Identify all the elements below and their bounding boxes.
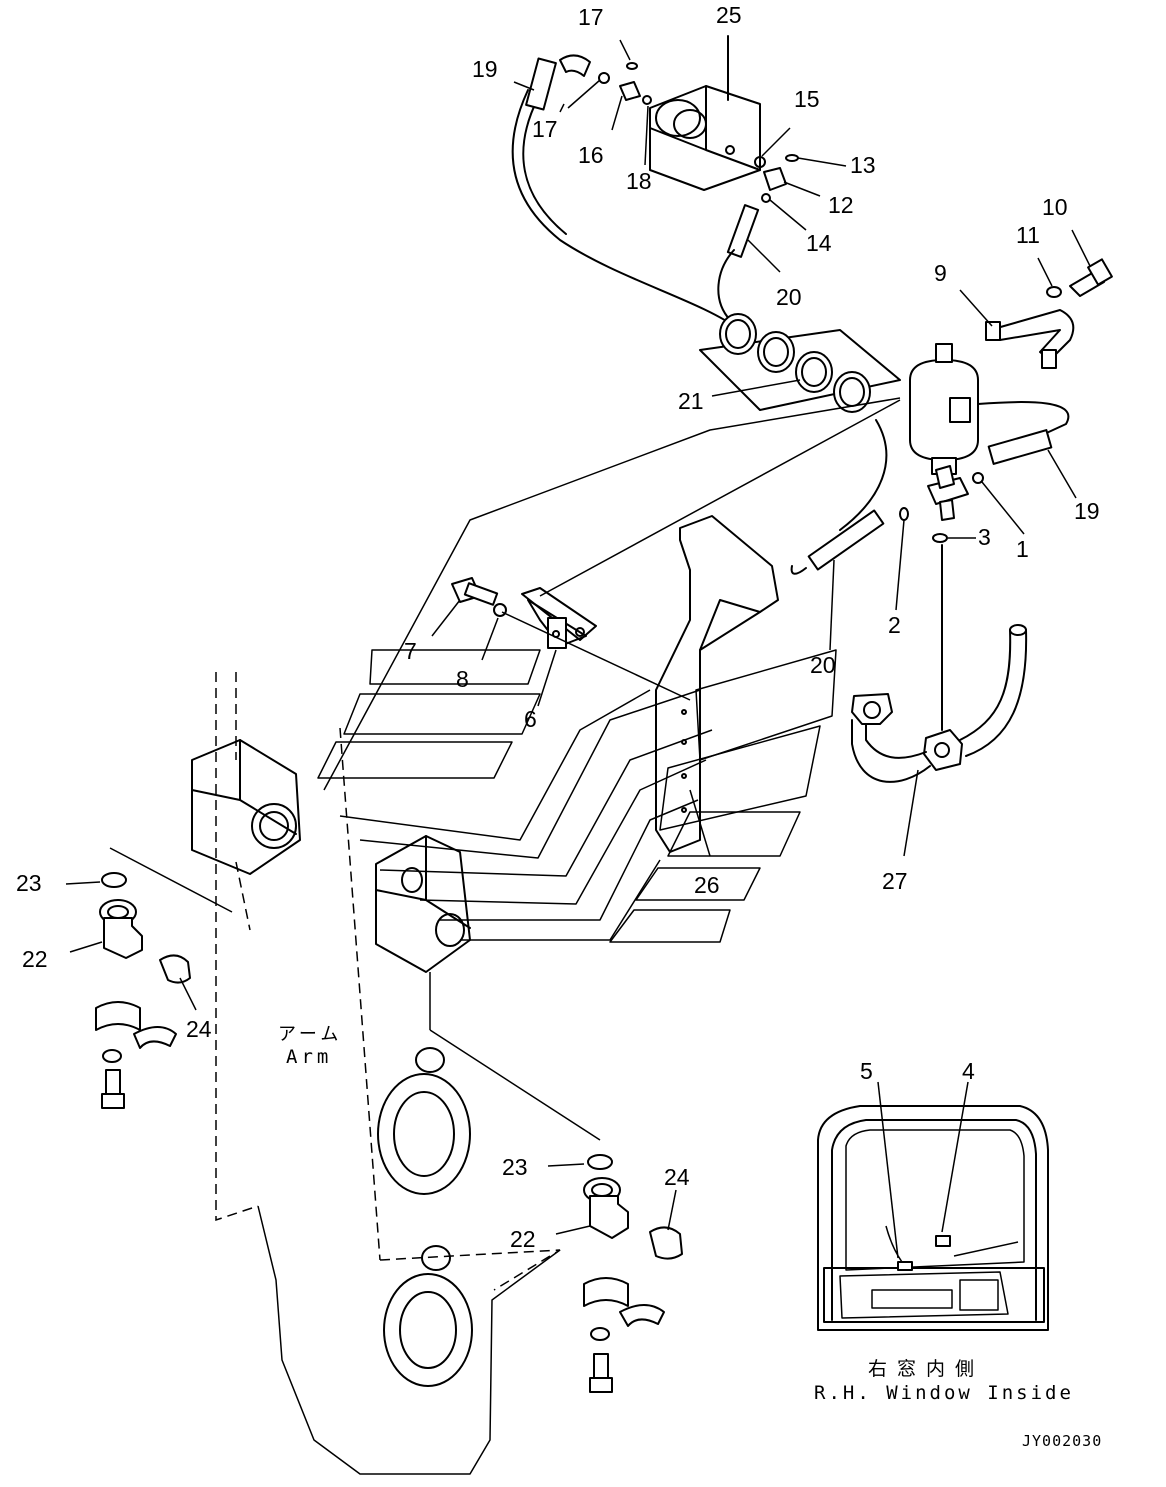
callout-20-upper: 20 [776,284,802,310]
callout-21: 21 [678,388,704,414]
fittings-22-middle [547,1154,683,1393]
callout-12: 12 [828,192,854,218]
arm-label-en: Arm [286,1046,333,1068]
callout-16: 16 [578,142,604,168]
callout-14: 14 [806,230,832,256]
callout-17-top: 17 [578,4,604,30]
callout-23-middle: 23 [502,1154,528,1180]
callout-27: 27 [882,868,908,894]
callout-25: 25 [716,2,742,28]
inset-label-en: R.H. Window Inside [814,1382,1074,1404]
callout-15: 15 [794,86,820,112]
callout-9: 9 [934,260,947,286]
tee-fittings [895,429,1077,731]
arm-label-jp: アーム [278,1024,343,1045]
callout-11: 11 [1016,222,1040,248]
callout-1: 1 [1016,536,1029,562]
callout-19-top: 19 [472,56,498,82]
arm-outline [109,397,901,1475]
callout-26: 26 [694,872,720,898]
callout-19-right: 19 [1074,498,1100,524]
callout-17-left: 17 [532,116,558,142]
callout-22-left: 22 [22,946,48,972]
drawing-code: JY002030 [1022,1432,1103,1450]
callout-23-left: 23 [16,870,42,896]
callout-24-middle: 24 [664,1164,690,1190]
pipe-27 [851,624,1028,857]
callout-4: 4 [962,1058,975,1084]
clamps-21 [699,313,901,413]
callout-10: 10 [1042,194,1068,220]
callout-2: 2 [888,612,901,638]
callout-20-lower: 20 [810,652,836,678]
hose-20-mid [790,419,888,651]
callout-22-middle: 22 [510,1226,536,1252]
callout-24-left: 24 [186,1016,212,1042]
callout-5: 5 [860,1058,873,1084]
callout-6: 6 [524,706,537,732]
callout-18: 18 [626,168,652,194]
callout-7: 7 [404,638,417,664]
decals-26 [317,649,837,943]
fittings-22-left [65,872,197,1109]
inset-label-jp: 右窓内側 [868,1358,985,1380]
callout-8: 8 [456,666,469,692]
cab-inset [817,1081,1049,1331]
fittings-12-15 [717,127,847,321]
callout-13: 13 [850,152,876,178]
hose-19-upper [511,39,741,331]
arm-bracket-26 [655,515,779,857]
callout-3: 3 [978,524,991,550]
valve-block-25 [649,35,761,191]
